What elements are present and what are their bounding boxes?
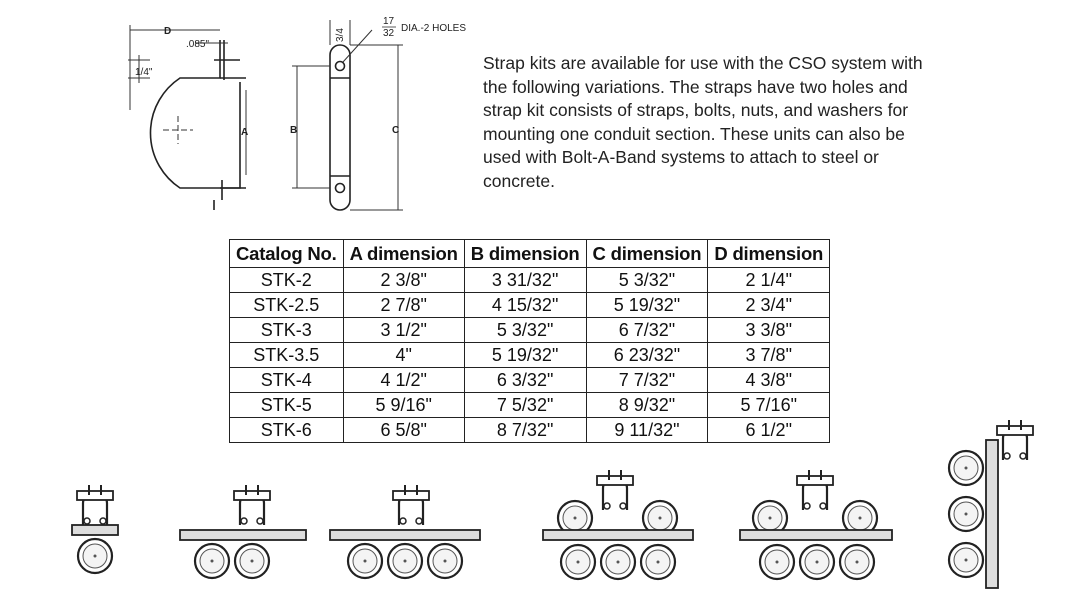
cell-a: 3 1/2" — [342, 317, 465, 343]
quarter-label: 1/4" — [135, 67, 153, 78]
holes-label: DIA.-2 HOLES — [401, 23, 466, 34]
assembly-vertical — [947, 418, 1035, 589]
cell-b: 7 5/32" — [463, 392, 587, 418]
b-label: B — [290, 125, 297, 136]
hole-fraction-top: 17 — [383, 16, 395, 27]
cell-b: 5 3/32" — [463, 317, 587, 343]
cell-a: 2 7/8" — [342, 292, 465, 318]
cell-d: 5 7/16" — [707, 392, 831, 418]
cell-a: 5 9/16" — [342, 392, 465, 418]
table-row: STK-6 6 5/8" 8 7/32" 9 11/32" 6 1/2" — [229, 417, 831, 443]
cell-a: 2 3/8" — [342, 267, 465, 293]
thickness-label: .085" — [186, 39, 209, 50]
cell-d: 2 3/4" — [707, 292, 831, 318]
cell-catalog: STK-6 — [229, 417, 344, 443]
table-header-row: Catalog No. A dimension B dimension C di… — [229, 239, 831, 268]
header-catalog-no: Catalog No. — [229, 239, 344, 268]
cell-b: 4 15/32" — [463, 292, 587, 318]
cell-c: 9 11/32" — [585, 417, 709, 443]
table-row: STK-3 3 1/2" 5 3/32" 6 7/32" 3 3/8" — [229, 317, 831, 343]
c-label: C — [392, 125, 399, 136]
cell-catalog: STK-2 — [229, 267, 344, 293]
cell-b: 6 3/32" — [463, 367, 587, 393]
width-label: 3/4 — [335, 28, 346, 42]
hole-fraction-bottom: 32 — [383, 28, 395, 39]
cell-d: 3 3/8" — [707, 317, 831, 343]
cell-c: 6 7/32" — [585, 317, 709, 343]
strap-kit-table: Catalog No. A dimension B dimension C di… — [229, 239, 831, 443]
cell-a: 4" — [342, 342, 465, 368]
assembly-triple — [329, 483, 481, 580]
cell-d: 4 3/8" — [707, 367, 831, 393]
table-row: STK-5 5 9/16" 7 5/32" 8 9/32" 5 7/16" — [229, 392, 831, 418]
header-a-dimension: A dimension — [342, 239, 465, 268]
header-c-dimension: C dimension — [585, 239, 709, 268]
cell-catalog: STK-5 — [229, 392, 344, 418]
cell-d: 2 1/4" — [707, 267, 831, 293]
header-b-dimension: B dimension — [463, 239, 587, 268]
assembly-single — [71, 483, 119, 575]
assembly-double — [179, 483, 307, 580]
description-text: Strap kits are available for use with th… — [483, 53, 923, 191]
cell-a: 6 5/8" — [342, 417, 465, 443]
strap-side-view — [149, 40, 241, 189]
assembly-six — [739, 468, 893, 581]
cell-catalog: STK-2.5 — [229, 292, 344, 318]
cell-b: 8 7/32" — [463, 417, 587, 443]
a-label: A — [241, 127, 248, 138]
cell-d: 6 1/2" — [707, 417, 831, 443]
assembly-five — [542, 468, 694, 581]
strap-front-view — [329, 44, 351, 211]
cell-a: 4 1/2" — [342, 367, 465, 393]
d-label: D — [164, 26, 171, 37]
cell-catalog: STK-3 — [229, 317, 344, 343]
cell-c: 6 23/32" — [585, 342, 709, 368]
cell-catalog: STK-3.5 — [229, 342, 344, 368]
header-d-dimension: D dimension — [707, 239, 831, 268]
